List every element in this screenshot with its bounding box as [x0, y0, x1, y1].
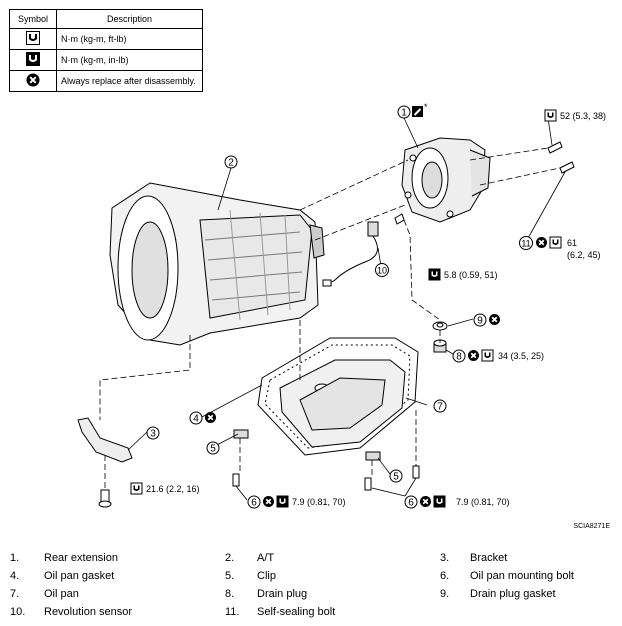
part-number: 8. [225, 588, 235, 600]
callout-1-star: * [424, 102, 428, 112]
rear-extension [401, 137, 491, 223]
callout-7-number: 7 [437, 402, 443, 413]
part-number: 9. [440, 588, 450, 600]
legend-symbol-cell [9, 70, 57, 92]
callout-5a-number: 5 [210, 444, 216, 455]
oil-pan-gasket [257, 337, 419, 456]
torque-label-52: 52 (5.3, 38) [544, 109, 606, 122]
callout-8-number: 8 [456, 352, 462, 363]
callout-2: 2 [224, 155, 238, 169]
callout-4: 4 [189, 411, 217, 425]
torque-label-5-8: 5.8 (0.59, 51) [428, 268, 498, 281]
part-number: 2. [225, 552, 235, 564]
torque-wrench-inlb-icon [26, 52, 40, 66]
legend-row: N·m (kg-m, ft-lb) [9, 28, 203, 50]
legend-row: Always replace after disassembly. [9, 70, 203, 92]
torque-21-6: 21.6 (2.2, 16) [146, 484, 200, 494]
exploded-view-diagram: 1 * 2 3 4 5 5 6 7.9 (0.81, 70) 6 7.9 (0.… [77, 102, 606, 509]
symbol-legend-table: Symbol Description N·m (kg-m, ft-lb) N·m… [9, 9, 203, 92]
callout-5b-number: 5 [393, 472, 399, 483]
part-number: 3. [440, 552, 450, 564]
part-number: 6. [440, 570, 450, 582]
callout-5a: 5 [206, 441, 220, 455]
callout-6b: 6 7.9 (0.81, 70) [404, 495, 510, 509]
part-number: 10. [10, 606, 26, 618]
torque-7-9-right: 7.9 (0.81, 70) [456, 497, 510, 507]
torque-34: 34 (3.5, 25) [498, 351, 544, 361]
part-number: 7. [10, 588, 20, 600]
rear-extension-bolts [547, 141, 575, 174]
part-name: Drain plug [257, 588, 308, 600]
part-name: Oil pan mounting bolt [470, 570, 574, 582]
callout-1-symbol: * [412, 102, 428, 117]
callout-9: 9 [473, 313, 501, 327]
part-name: A/T [257, 552, 275, 564]
callout-9-number: 9 [477, 316, 483, 327]
alignment-lines [99, 147, 561, 490]
callout-4-number: 4 [193, 414, 199, 425]
part-name: Drain plug gasket [470, 588, 556, 600]
transmission-body [109, 182, 325, 346]
torque-61-units: (6.2, 45) [567, 250, 601, 260]
part-number: 1. [10, 552, 20, 564]
callout-6a-number: 6 [251, 498, 257, 509]
part-name: Revolution sensor [44, 606, 133, 618]
revolution-sensor [322, 213, 405, 287]
legend-header-row: Symbol Description [9, 9, 203, 29]
bracket-bolt [98, 489, 112, 508]
part-name: Self-sealing bolt [257, 606, 336, 618]
reference-code: SCIA8271E [573, 523, 610, 530]
torque-5-8: 5.8 (0.59, 51) [444, 270, 498, 280]
torque-wrench-icon [26, 31, 40, 45]
part-name: Oil pan gasket [44, 570, 115, 582]
legend-row: N·m (kg-m, in-lb) [9, 49, 203, 71]
callout-11-number: 11 [521, 239, 530, 249]
callout-3: 3 [146, 426, 160, 440]
part-number: 5. [225, 570, 235, 582]
part-number: 11. [225, 606, 240, 618]
callout-8: 8 34 (3.5, 25) [452, 349, 544, 363]
oil-pan-clips [233, 429, 381, 461]
torque-label-21-6: 21.6 (2.2, 16) [130, 482, 200, 495]
torque-7-9-left: 7.9 (0.81, 70) [292, 497, 346, 507]
callout-10: 10 [375, 263, 389, 277]
callout-10-number: 10 [377, 266, 387, 276]
torque-52: 52 (5.3, 38) [560, 111, 606, 121]
bracket [77, 417, 133, 463]
callout-7: 7 [433, 399, 447, 413]
callout-2-number: 2 [228, 158, 234, 169]
oil-pan [279, 359, 406, 448]
callout-6a: 6 7.9 (0.81, 70) [247, 495, 346, 509]
drain-plug [432, 321, 448, 353]
callout-1: 1 [397, 105, 411, 119]
callout-1-number: 1 [401, 108, 407, 119]
legend-description-cell: Always replace after disassembly. [56, 70, 203, 92]
replace-icon [26, 73, 40, 87]
callout-11: 11 61 (6.2, 45) [519, 236, 601, 260]
part-name: Bracket [470, 552, 508, 564]
torque-61: 61 [567, 238, 577, 248]
part-name: Rear extension [44, 552, 118, 564]
callout-6b-number: 6 [408, 498, 414, 509]
part-name: Clip [257, 570, 276, 582]
callout-3-number: 3 [150, 429, 156, 440]
legend-symbol-cell [9, 28, 57, 50]
callout-5b: 5 [389, 469, 403, 483]
part-name: Oil pan [44, 588, 79, 600]
part-number: 4. [10, 570, 20, 582]
